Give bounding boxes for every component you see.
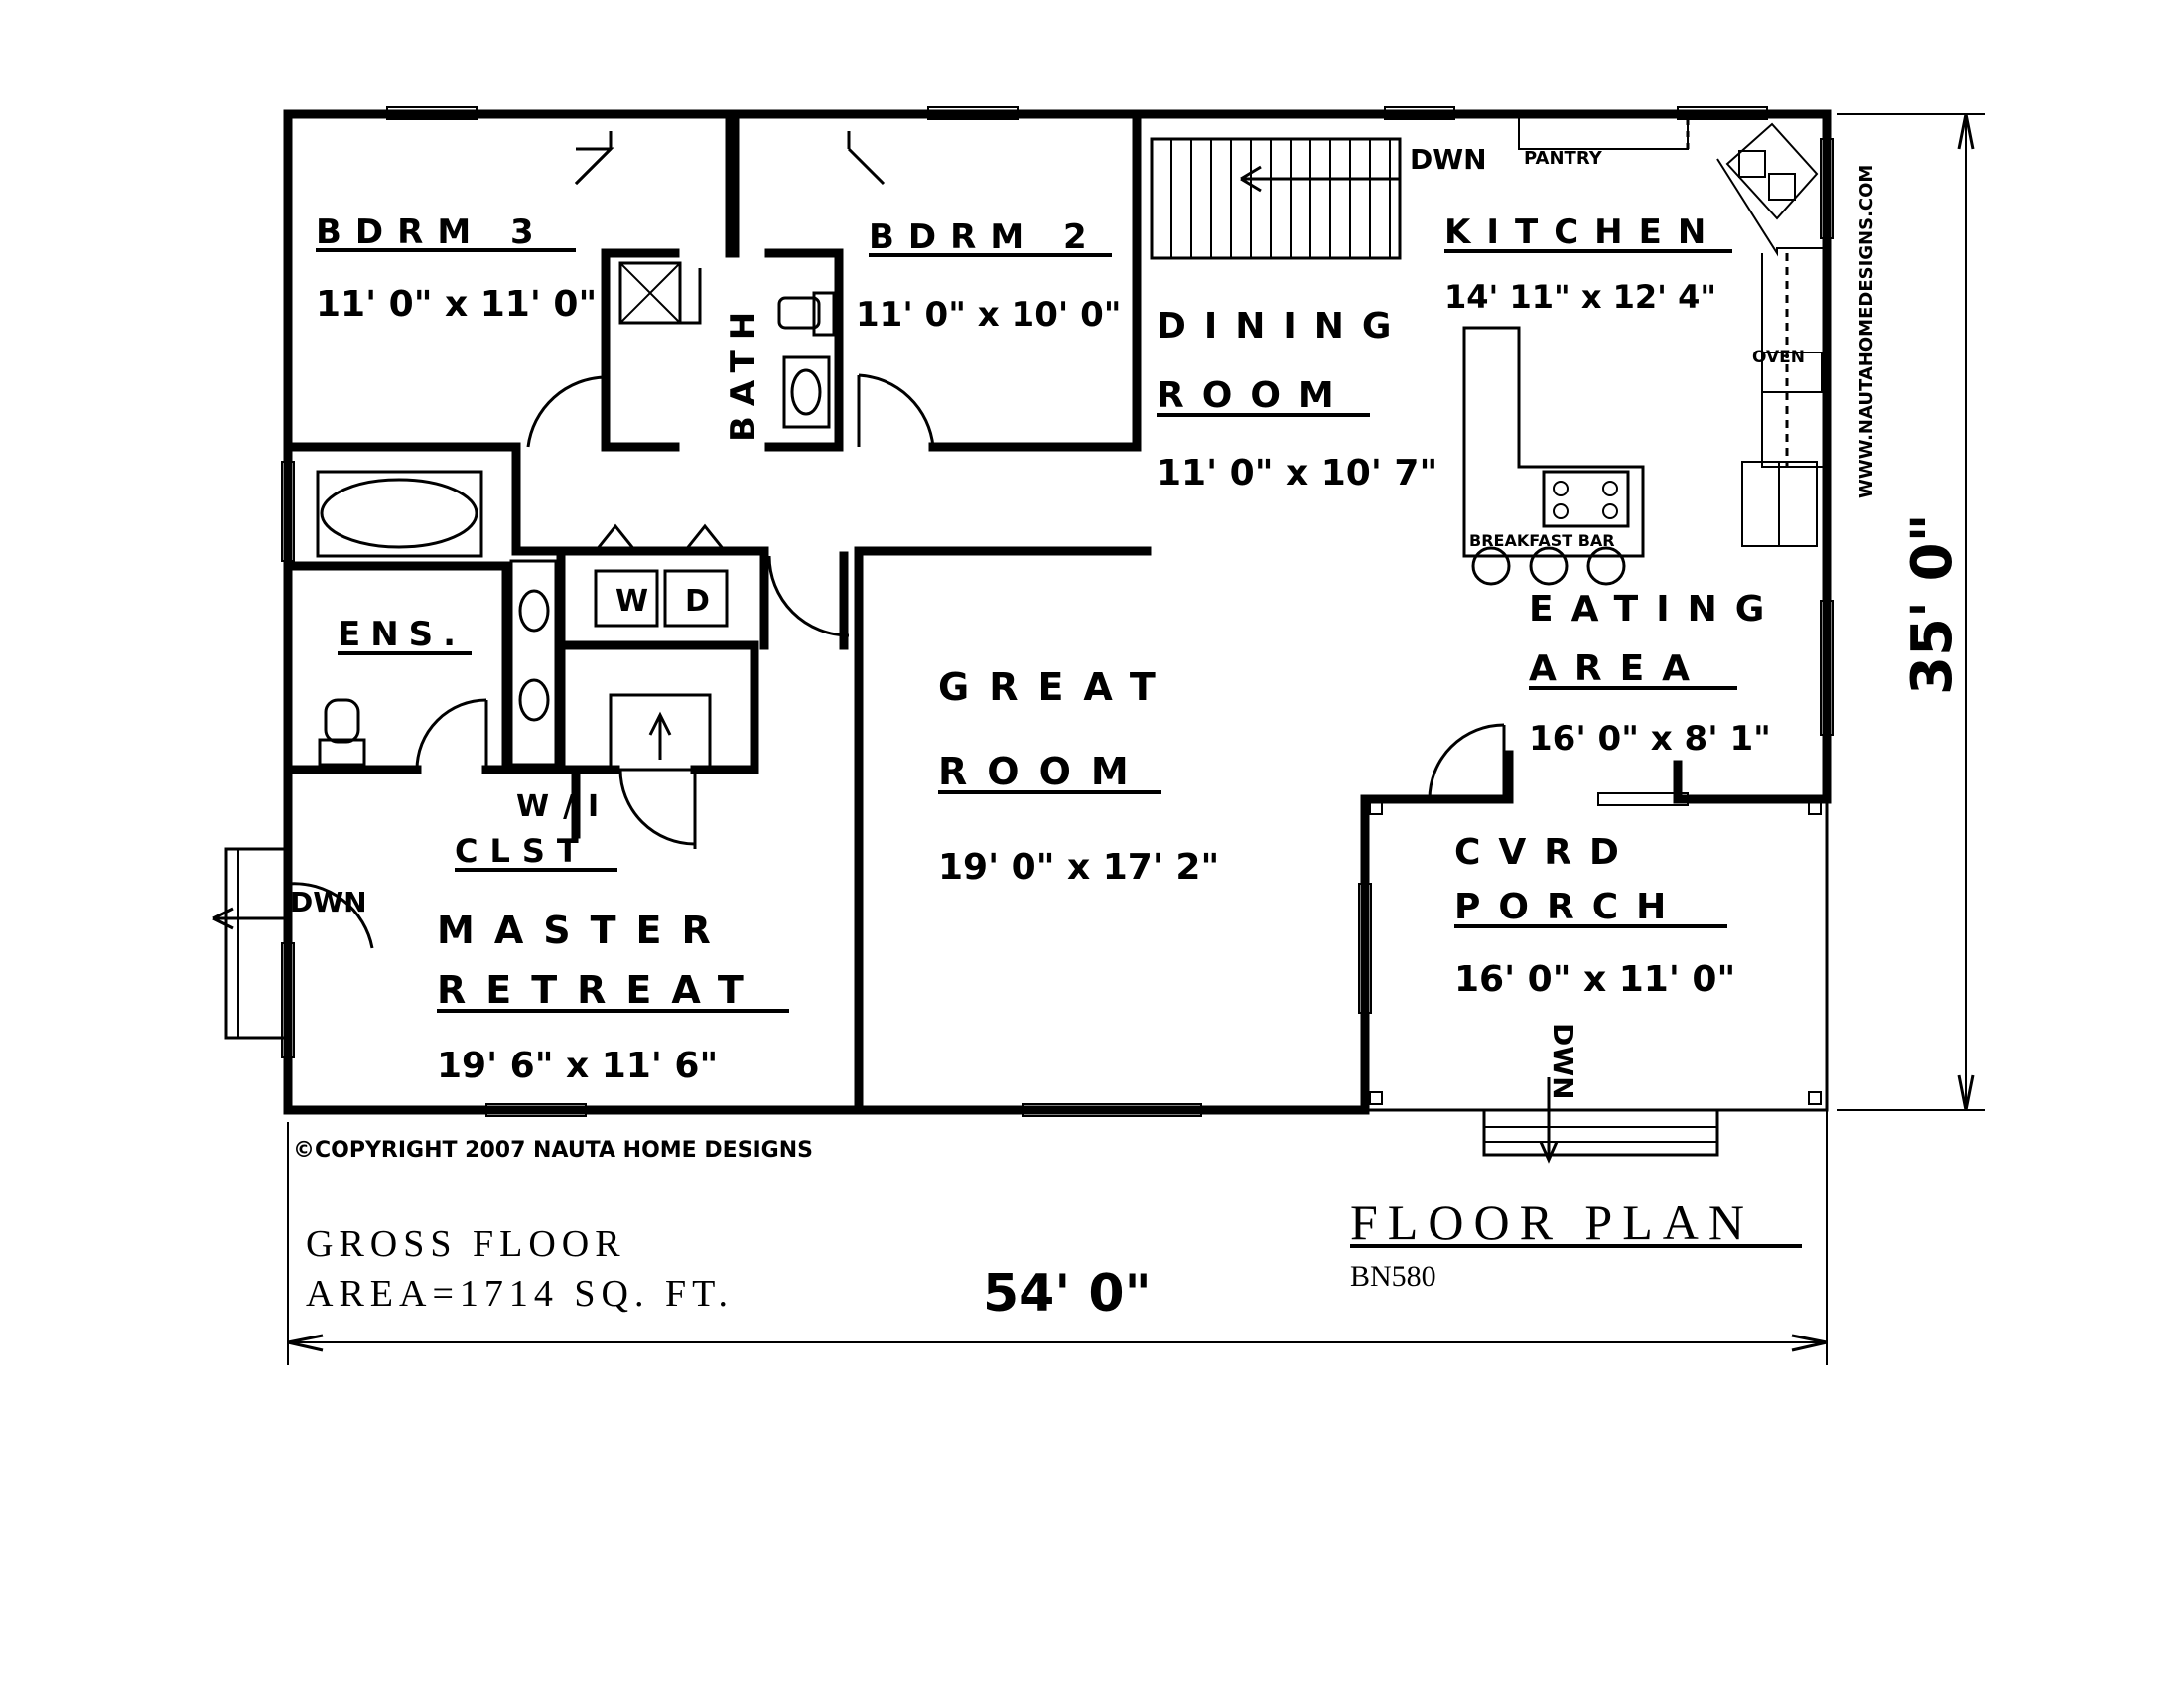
great-size: 19' 0" x 17' 2" [938,847,1219,888]
dryer-label: D [685,584,710,619]
dining-name-line2: ROOM [1157,375,1352,416]
plan-code: BN580 [1350,1260,1436,1293]
eating-name-line1: EATING [1529,589,1782,630]
bdrm2-size: 11' 0" x 10' 0" [856,295,1121,335]
bdrm3-size: 11' 0" x 11' 0" [316,284,597,325]
gross-area-line2: AREA=1714 SQ. FT. [306,1273,734,1315]
eating-size: 16' 0" x 8' 1" [1529,719,1771,759]
room-labels: BDRM 3 11' 0" x 11' 0" BDRM 2 11' 0" x 1… [290,143,1805,1100]
breakfast-bar-label: BREAKFAST BAR [1469,531,1615,550]
kitchen-name: KITCHEN [1444,212,1721,252]
ens-name: ENS. [338,615,466,654]
great-name-line1: GREAT [938,665,1175,709]
dining-size: 11' 0" x 10' 7" [1157,453,1437,493]
porch-stairs-down-label: DWN [1547,1023,1579,1100]
fixtures [212,114,1827,1040]
side-stairs-down-label: DWN [290,886,367,918]
eating-name-line2: AREA [1529,648,1707,689]
master-size: 19' 6" x 11' 6" [437,1046,718,1086]
bath-name: BATH [724,302,763,442]
windows [281,106,1834,1117]
closet-name-line2: CLST [455,832,591,870]
depth-dimension: 35' 0" [1900,513,1965,695]
gross-area-line1: GROSS FLOOR [306,1223,626,1265]
plan-title: FLOOR PLAN [1350,1195,1754,1250]
pantry-label: PANTRY [1524,148,1603,169]
annotations: WWW.NAUTAHOMEDESIGNS.COM ©COPYRIGHT 2007… [293,165,1965,1324]
bdrm2-name: BDRM 2 [869,217,1101,257]
washer-label: W [615,584,648,619]
website-text: WWW.NAUTAHOMEDESIGNS.COM [1856,165,1877,498]
master-name-line1: MASTER [437,909,731,952]
porch-size: 16' 0" x 11' 0" [1454,959,1735,1000]
doors [287,131,1506,949]
bdrm3-name: BDRM 3 [316,212,548,252]
width-dimension: 54' 0" [983,1264,1152,1324]
porch-name-line2: PORCH [1454,887,1684,927]
interior-walls [283,109,1683,1115]
oven-label: OVEN [1752,348,1805,367]
copyright-text: ©COPYRIGHT 2007 NAUTA HOME DESIGNS [293,1138,813,1163]
dimension-lines [287,113,1985,1365]
stairs-down-label: DWN [1410,143,1487,176]
dining-name-line1: DINING [1157,306,1409,347]
kitchen-size: 14' 11" x 12' 4" [1444,278,1716,316]
porch-name-line1: CVRD [1454,832,1637,873]
closet-name-line1: W/I [516,789,613,824]
master-name-line2: RETREAT [437,968,763,1012]
great-name-line2: ROOM [938,750,1149,793]
